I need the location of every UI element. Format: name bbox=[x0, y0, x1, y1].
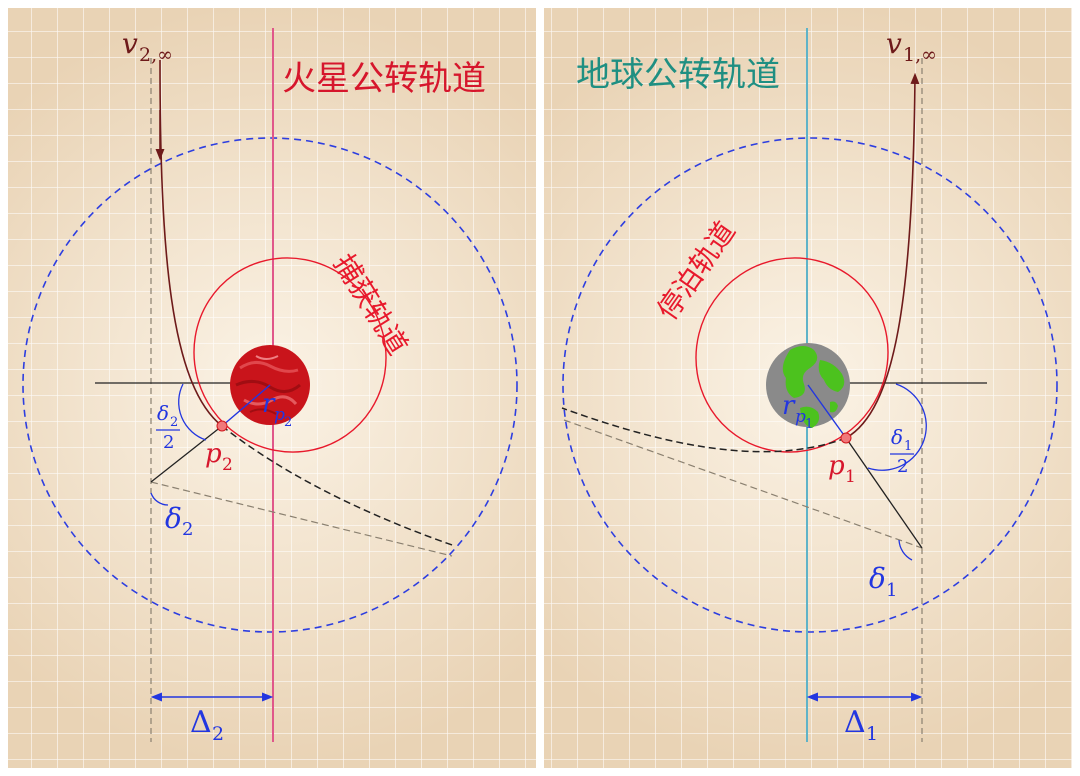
svg-text:r: r bbox=[262, 389, 276, 419]
svg-text:p: p bbox=[205, 439, 222, 469]
svg-text:δ: δ bbox=[157, 401, 169, 425]
periapsis-point bbox=[840, 432, 852, 444]
deflection-angle-label: δ 2 bbox=[165, 502, 193, 540]
half-angle-label: δ 2 2 bbox=[156, 401, 180, 453]
svg-text:p: p bbox=[795, 407, 806, 427]
periapsis-label: p 1 bbox=[828, 451, 856, 487]
outgoing-hyperbola bbox=[845, 72, 920, 439]
svg-text:v: v bbox=[886, 27, 902, 60]
svg-text:p: p bbox=[828, 451, 845, 481]
left-panel: 火星公转轨道 捕获轨道 v 2,∞ r p 2 p 2 δ 2 2 δ 2 Δ … bbox=[8, 8, 536, 768]
periapsis-point bbox=[216, 420, 228, 432]
velocity-label: v 1,∞ bbox=[886, 27, 937, 66]
periapsis-radius-line bbox=[807, 384, 847, 439]
periapsis-radius-label: r p 1 bbox=[782, 391, 813, 432]
earth-orbit-title: 地球公转轨道 bbox=[576, 55, 780, 95]
svg-text:Δ: Δ bbox=[844, 705, 866, 740]
periapsis-radius-line bbox=[221, 384, 271, 427]
svg-text:1,∞: 1,∞ bbox=[903, 44, 937, 66]
svg-text:2: 2 bbox=[170, 415, 178, 430]
deflection-angle-arc bbox=[150, 492, 169, 506]
periapsis-label: p 2 bbox=[205, 439, 233, 475]
offset-label: Δ 2 bbox=[190, 705, 224, 745]
svg-text:v: v bbox=[122, 27, 138, 60]
deflection-angle-label: δ 1 bbox=[869, 562, 897, 601]
panel-divider bbox=[536, 0, 544, 776]
incoming-hyperbola-dashed bbox=[561, 407, 847, 453]
deflection-angle-arc bbox=[898, 539, 913, 561]
mars-orbit-title: 火星公转轨道 bbox=[282, 59, 486, 99]
svg-text:1: 1 bbox=[845, 467, 856, 487]
svg-text:2: 2 bbox=[212, 723, 224, 745]
periapsis-radius-label: r p 2 bbox=[262, 389, 292, 430]
right-panel: 地球公转轨道 停泊轨道 v 1,∞ r p 1 p 1 δ 1 2 δ 1 Δ … bbox=[544, 8, 1072, 768]
svg-text:δ: δ bbox=[165, 502, 182, 535]
sphere-of-influence-circle bbox=[562, 137, 1058, 633]
apse-line bbox=[845, 437, 923, 549]
svg-text:2,∞: 2,∞ bbox=[139, 44, 173, 66]
capture-orbit-ellipse bbox=[193, 257, 387, 453]
half-angle-arc bbox=[867, 383, 927, 471]
svg-text:1: 1 bbox=[805, 417, 813, 432]
svg-text:δ: δ bbox=[891, 425, 903, 449]
svg-text:δ: δ bbox=[869, 562, 886, 595]
svg-text:2: 2 bbox=[163, 432, 174, 453]
svg-text:2: 2 bbox=[182, 519, 193, 540]
svg-text:p: p bbox=[274, 405, 285, 425]
half-angle-label: δ 1 2 bbox=[890, 425, 914, 477]
svg-text:1: 1 bbox=[886, 580, 897, 601]
parking-orbit-ellipse bbox=[695, 257, 889, 453]
apse-line bbox=[150, 425, 223, 483]
svg-text:1: 1 bbox=[904, 439, 912, 454]
incoming-asymptote-line bbox=[563, 419, 923, 549]
svg-text:2: 2 bbox=[222, 455, 233, 475]
velocity-label: v 2,∞ bbox=[122, 27, 173, 66]
svg-text:2: 2 bbox=[284, 415, 292, 430]
svg-text:2: 2 bbox=[897, 456, 908, 477]
svg-text:r: r bbox=[782, 391, 796, 421]
svg-text:Δ: Δ bbox=[190, 705, 212, 740]
outgoing-hyperbola-dashed bbox=[221, 425, 456, 547]
half-angle-arc bbox=[178, 383, 207, 441]
offset-label: Δ 1 bbox=[844, 705, 878, 745]
sphere-of-influence-circle bbox=[22, 137, 518, 633]
outgoing-asymptote-line bbox=[150, 481, 453, 557]
svg-text:1: 1 bbox=[866, 723, 878, 745]
